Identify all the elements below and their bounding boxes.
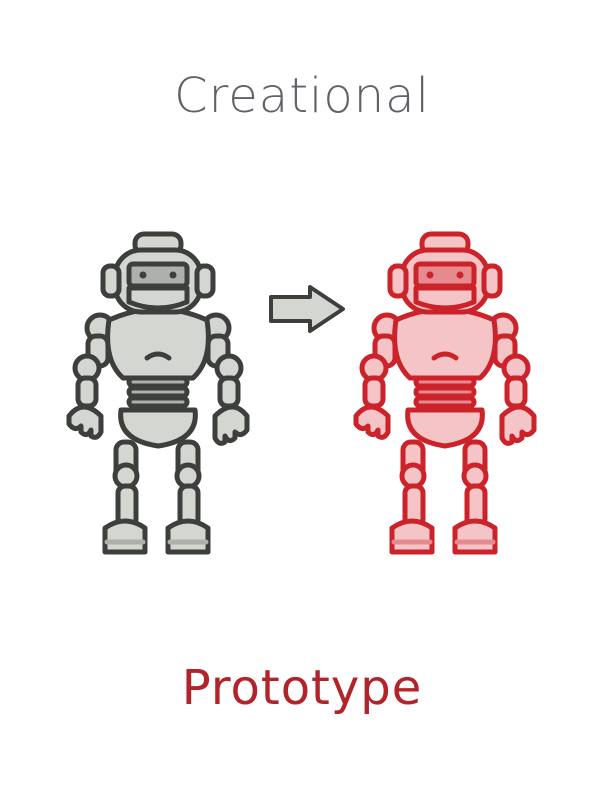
- clone-robot-icon: [353, 231, 537, 555]
- robot-head: [100, 231, 216, 315]
- robot-feet: [389, 518, 498, 555]
- arrow-shape: [269, 285, 345, 333]
- robot-hands: [353, 404, 537, 446]
- robot-head: [387, 231, 503, 315]
- robot-hands: [66, 404, 250, 446]
- robot-arms: [72, 312, 244, 409]
- robot-legs: [112, 439, 202, 529]
- robot-torso: [105, 306, 211, 449]
- arrow-right-icon: [269, 285, 345, 333]
- robot-legs: [399, 439, 489, 529]
- robot-torso: [392, 306, 498, 449]
- robot-feet: [102, 518, 211, 555]
- category-title: Creational: [174, 68, 430, 124]
- pattern-name: Prototype: [181, 660, 423, 716]
- original-robot-icon: [66, 231, 250, 555]
